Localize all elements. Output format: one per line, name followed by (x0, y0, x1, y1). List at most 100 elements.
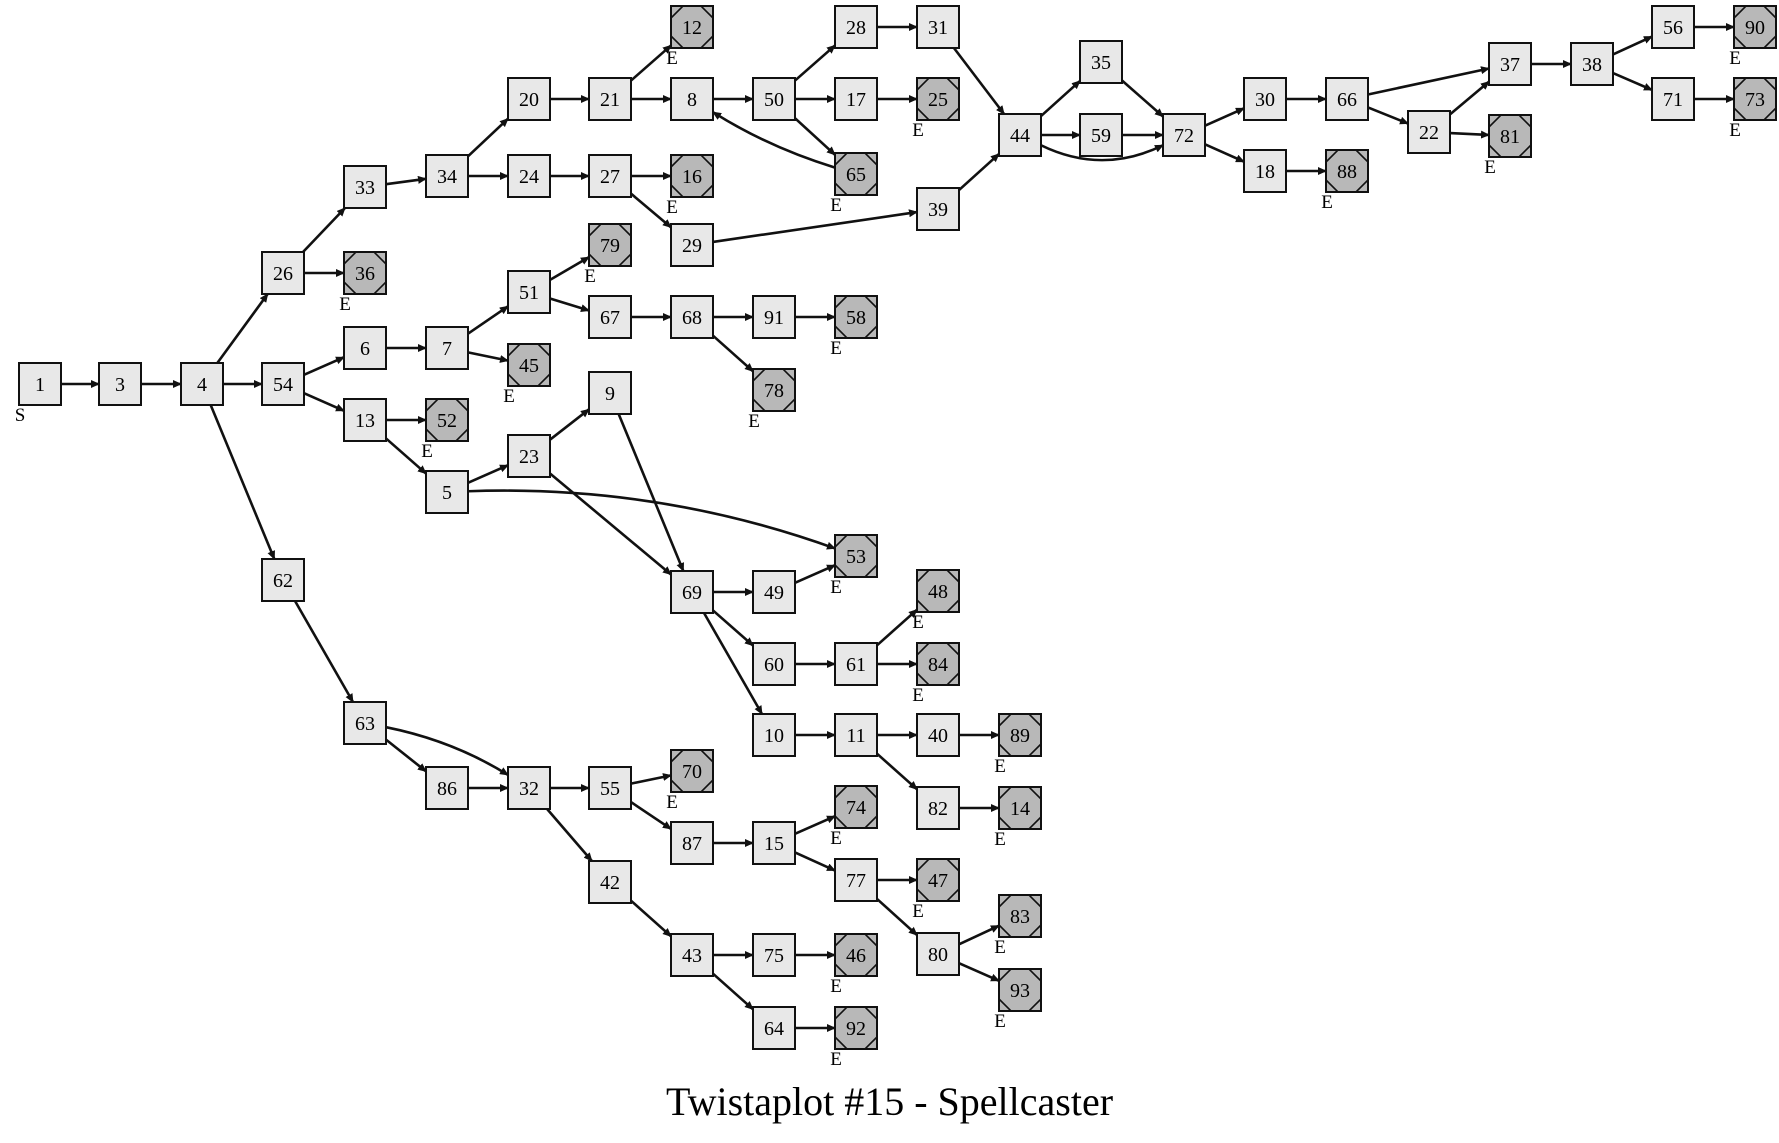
node-label: 37 (1500, 54, 1520, 76)
edge-66-to-37 (1367, 66, 1490, 96)
node-box (834, 858, 878, 902)
end-octagon-icon (425, 398, 469, 442)
edge-29-to-39 (712, 209, 918, 244)
edge-50-to-65 (794, 117, 836, 156)
node-49: 49 (752, 570, 796, 614)
node-box (261, 251, 305, 295)
edge-50-to-28 (794, 44, 836, 82)
node-label: 4 (197, 374, 207, 396)
node-label: 55 (600, 778, 620, 800)
node-box (588, 860, 632, 904)
end-tag: E (830, 976, 842, 997)
node-51: 51 (507, 270, 551, 314)
edge-23-to-69 (549, 472, 672, 576)
edge-61-to-48 (876, 608, 918, 647)
node-61: 61 (834, 642, 878, 686)
node-label: 83 (1010, 906, 1030, 928)
end-octagon-icon (670, 749, 714, 793)
edge-63-to-86 (385, 738, 427, 773)
node-label: 22 (1419, 122, 1439, 144)
edge-72-to-30 (1204, 107, 1245, 127)
node-box (1570, 42, 1614, 86)
node-label: 69 (682, 582, 702, 604)
node-box (834, 713, 878, 757)
end-tag: E (666, 197, 678, 218)
node-91: 91 (752, 295, 796, 339)
edge-4-to-62 (209, 404, 276, 560)
node-72: 72 (1162, 113, 1206, 157)
edge-51-to-67 (549, 297, 590, 312)
edge-77-to-80 (876, 897, 918, 937)
edge-55-to-70 (630, 773, 672, 785)
end-octagon-icon (916, 77, 960, 121)
node-label: 54 (273, 374, 293, 396)
node-box (425, 470, 469, 514)
end-octagon-icon (343, 251, 387, 295)
node-box (588, 371, 632, 415)
node-label: 73 (1745, 89, 1765, 111)
node-label: 35 (1091, 52, 1111, 74)
node-90: 90E (1729, 5, 1777, 69)
node-box (588, 295, 632, 339)
node-8: 8 (670, 77, 714, 121)
node-box (670, 5, 714, 49)
end-tag: E (503, 386, 515, 407)
node-58: 58E (830, 295, 878, 359)
edge-54-to-13 (303, 392, 345, 412)
edge-63-to-32 (385, 725, 509, 777)
end-octagon-icon (916, 642, 960, 686)
node-box (425, 326, 469, 370)
end-tag: E (666, 48, 678, 69)
node-23: 23 (507, 434, 551, 478)
node-label: 32 (519, 778, 539, 800)
edge-72-to-18 (1204, 143, 1245, 163)
node-box (916, 932, 960, 976)
node-28: 28 (834, 5, 878, 49)
edge-38-to-71 (1612, 71, 1653, 92)
edge-9-to-69 (617, 413, 685, 572)
edge-22-to-37 (1449, 80, 1490, 116)
node-label: 48 (928, 581, 948, 603)
node-box (752, 642, 796, 686)
node-label: 15 (764, 833, 784, 855)
node-label: 25 (928, 89, 948, 111)
node-box (1079, 40, 1123, 84)
node-11: 11 (834, 713, 878, 757)
node-label: 33 (355, 177, 375, 199)
node-88: 88E (1321, 149, 1369, 213)
node-label: 7 (442, 338, 452, 360)
edge-26-to-33 (302, 207, 346, 253)
end-octagon-icon (998, 786, 1042, 830)
node-label: 63 (355, 713, 375, 735)
node-label: 90 (1745, 17, 1765, 39)
node-label: 36 (355, 263, 375, 285)
start-tag: S (15, 405, 26, 426)
node-box (507, 766, 551, 810)
edge-layer (61, 23, 1735, 1032)
end-octagon-icon (507, 343, 551, 387)
end-tag: E (912, 901, 924, 922)
node-label: 43 (682, 945, 702, 967)
node-18: 18 (1243, 149, 1287, 193)
node-label: 62 (273, 570, 293, 592)
edge-31-to-44 (952, 47, 1006, 115)
end-octagon-icon (834, 1006, 878, 1050)
end-octagon-icon (1325, 149, 1369, 193)
node-35: 35 (1079, 40, 1123, 84)
end-octagon-icon (1733, 77, 1777, 121)
end-octagon-icon (998, 894, 1042, 938)
edge-5-to-53 (467, 489, 836, 550)
end-tag: E (830, 195, 842, 216)
edge-23-to-9 (549, 408, 590, 441)
node-box (670, 77, 714, 121)
node-56: 56 (1651, 5, 1695, 49)
node-32: 32 (507, 766, 551, 810)
node-label: 47 (928, 870, 948, 892)
edge-33-to-34 (385, 175, 427, 186)
node-3: 3 (98, 362, 142, 406)
node-box (752, 933, 796, 977)
node-label: 30 (1255, 89, 1275, 111)
node-box (834, 77, 878, 121)
node-63: 63 (343, 701, 387, 745)
edge-44-to-35 (1040, 79, 1081, 118)
